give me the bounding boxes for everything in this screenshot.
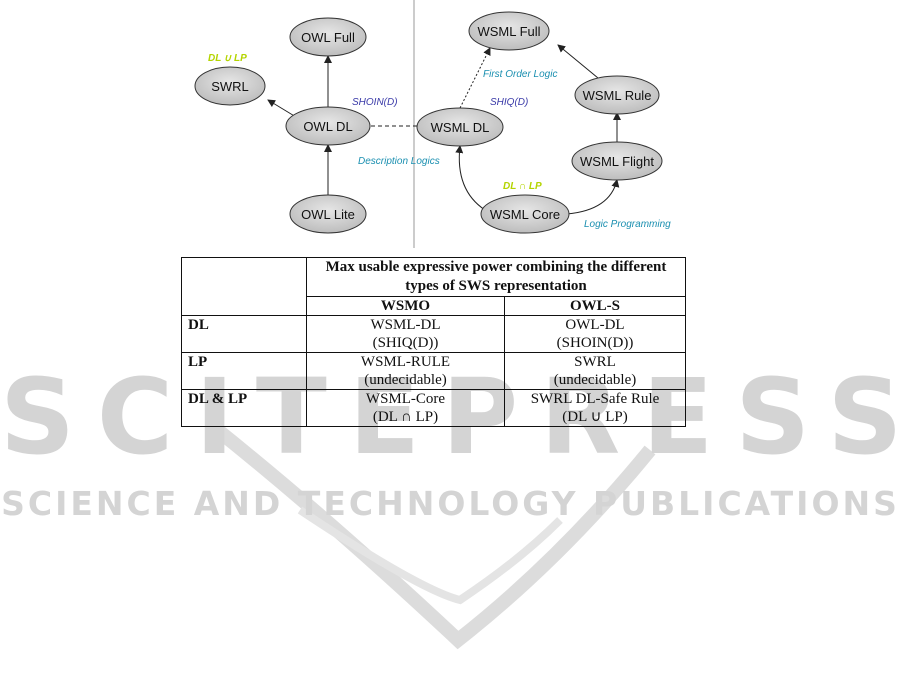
cell-wsmo: WSML-RULE(undecidable)	[306, 352, 505, 390]
svg-text:OWL Full: OWL Full	[301, 30, 355, 45]
edge-owl-dl-to-swrl	[267, 99, 297, 118]
annotation-dl-union-lp: DL ∪ LP	[208, 53, 247, 64]
comparison-table: Max usable expressive power combining th…	[181, 257, 686, 427]
table-row: DL WSML-DL(SHIQ(D)) OWL-DL(SHOIN(D))	[181, 315, 686, 353]
node-wsml-dl: WSML DL	[416, 107, 504, 147]
language-diagram: OWL Full SWRL OWL DL OWL Lite WSML Full …	[194, 0, 671, 248]
edge-wsml-rule-to-wsml-full	[557, 44, 599, 79]
cell-owls: SWRL(undecidable)	[504, 352, 686, 390]
annotation-description-logics: Description Logics	[358, 156, 440, 167]
row-label: DL & LP	[181, 389, 307, 427]
cell-wsmo: WSML-Core(DL ∩ LP)	[306, 389, 505, 427]
table-row: LP WSML-RULE(undecidable) SWRL(undecidab…	[181, 352, 686, 390]
svg-text:WSML Core: WSML Core	[490, 207, 560, 222]
cell-owls: OWL-DL(SHOIN(D))	[504, 315, 686, 353]
svg-text:OWL DL: OWL DL	[303, 119, 352, 134]
node-swrl: SWRL	[194, 66, 266, 106]
node-wsml-core: WSML Core	[480, 194, 570, 234]
svg-text:WSML Rule: WSML Rule	[583, 88, 652, 103]
edge-wsml-dl-to-wsml-full	[459, 47, 491, 109]
edge-wsml-core-to-wsml-flight	[566, 179, 620, 215]
annotation-first-order-logic: First Order Logic	[483, 69, 557, 80]
node-owl-full: OWL Full	[289, 17, 367, 57]
column-header-wsmo: WSMO	[306, 296, 505, 316]
node-wsml-rule: WSML Rule	[574, 75, 660, 115]
cell-owls: SWRL DL-Safe Rule(DL ∪ LP)	[504, 389, 686, 427]
node-owl-dl: OWL DL	[285, 106, 371, 146]
cell-wsmo: WSML-DL(SHIQ(D))	[306, 315, 505, 353]
watermark-subtitle: SCIENCE AND TECHNOLOGY PUBLICATIONS	[1, 484, 900, 523]
row-label: LP	[181, 352, 307, 390]
svg-text:SWRL: SWRL	[211, 79, 249, 94]
edge-wsml-core-to-wsml-dl	[455, 145, 486, 211]
table-header-row: Max usable expressive power combining th…	[181, 257, 686, 316]
svg-text:WSML Flight: WSML Flight	[580, 154, 654, 169]
row-label: DL	[181, 315, 307, 353]
column-header-owls: OWL-S	[504, 296, 686, 316]
table-corner-cell	[181, 257, 307, 316]
annotation-shiq: SHIQ(D)	[490, 97, 528, 108]
annotation-shoin: SHOIN(D)	[352, 97, 398, 108]
svg-text:WSML DL: WSML DL	[431, 120, 490, 135]
node-wsml-full: WSML Full	[468, 11, 550, 51]
table-row: DL & LP WSML-Core(DL ∩ LP) SWRL DL-Safe …	[181, 389, 686, 427]
node-wsml-flight: WSML Flight	[571, 141, 663, 181]
annotation-dl-intersect-lp: DL ∩ LP	[503, 181, 542, 192]
node-owl-lite: OWL Lite	[289, 194, 367, 234]
annotation-logic-programming: Logic Programming	[584, 219, 671, 230]
table-main-header: Max usable expressive power combining th…	[306, 257, 686, 297]
svg-text:OWL Lite: OWL Lite	[301, 207, 355, 222]
svg-text:WSML Full: WSML Full	[477, 24, 540, 39]
